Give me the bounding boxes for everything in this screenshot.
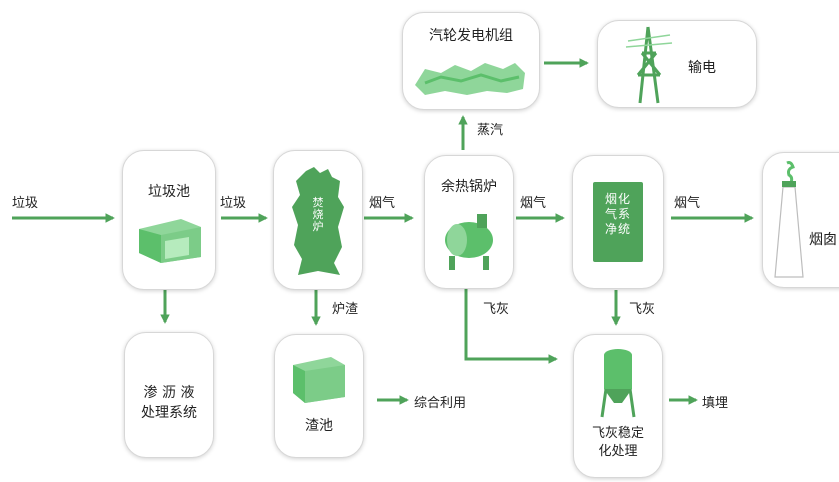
fly-ash-node: 飞灰稳定 化处理 <box>573 334 663 478</box>
cleaning-text: 烟化气系净统 <box>604 192 631 236</box>
incinerator-icon <box>292 167 344 275</box>
leachate-line-1: 渗 沥 液 <box>143 385 195 401</box>
label-flue-gas-1: 烟气 <box>369 196 396 211</box>
slag-pit-icon <box>293 357 345 403</box>
boiler-label: 余热锅炉 <box>441 179 497 195</box>
label-garbage-to-incinerator: 垃圾 <box>220 196 247 211</box>
power-label: 输电 <box>688 60 716 76</box>
label-slag: 炉渣 <box>332 302 359 317</box>
garbage-pit-node: 垃圾池 <box>122 150 216 290</box>
boiler-icon <box>445 214 493 270</box>
power-tower-icon <box>625 26 673 104</box>
fly-ash-line-1: 飞灰稳定 <box>591 426 644 441</box>
slag-pit-node: 渣池 <box>274 334 364 458</box>
garbage-pit-label: 垃圾池 <box>148 184 190 200</box>
power-transmission-node: 输电 <box>597 20 757 108</box>
fly-ash-line-2: 化处理 <box>598 444 638 459</box>
incinerator-node: 焚烧炉 <box>273 150 363 290</box>
leachate-text-block: 渗 沥 液 处理系统 <box>125 383 213 423</box>
label-comprehensive-use: 综合利用 <box>414 396 467 411</box>
label-landfill: 填埋 <box>702 396 729 411</box>
slag-pit-label: 渣池 <box>305 418 333 434</box>
leachate-line-2: 处理系统 <box>141 405 197 421</box>
chimney-icon <box>774 161 804 278</box>
turbine-generator-node: 汽轮发电机组 <box>402 12 540 110</box>
chimney-label: 烟囱 <box>809 232 837 248</box>
label-fly-ash-2: 飞灰 <box>629 302 656 317</box>
cleaning-icon: 烟化气系净统 <box>593 182 643 262</box>
label-steam: 蒸汽 <box>477 123 504 138</box>
flue-gas-cleaning-node: 烟化气系净统 <box>572 155 664 289</box>
label-garbage-in: 垃圾 <box>12 196 39 211</box>
label-flue-gas-2: 烟气 <box>520 196 547 211</box>
label-flue-gas-3: 烟气 <box>674 196 701 211</box>
incinerator-text: 焚烧炉 <box>274 197 362 233</box>
waste-heat-boiler-node: 余热锅炉 <box>424 155 514 289</box>
arrow-boiler-to-flyash <box>464 289 558 364</box>
incinerator-text-value: 焚烧炉 <box>312 196 324 233</box>
leachate-node: 渗 沥 液 处理系统 <box>124 332 214 458</box>
turbine-icon <box>415 63 525 95</box>
fly-ash-text-block: 飞灰稳定 化处理 <box>574 425 662 461</box>
label-fly-ash-1: 飞灰 <box>483 302 510 317</box>
turbine-label: 汽轮发电机组 <box>429 28 513 44</box>
fly-ash-silo-icon <box>600 349 636 418</box>
chimney-node: 烟囱 <box>762 152 839 288</box>
garbage-pit-icon <box>139 219 201 263</box>
